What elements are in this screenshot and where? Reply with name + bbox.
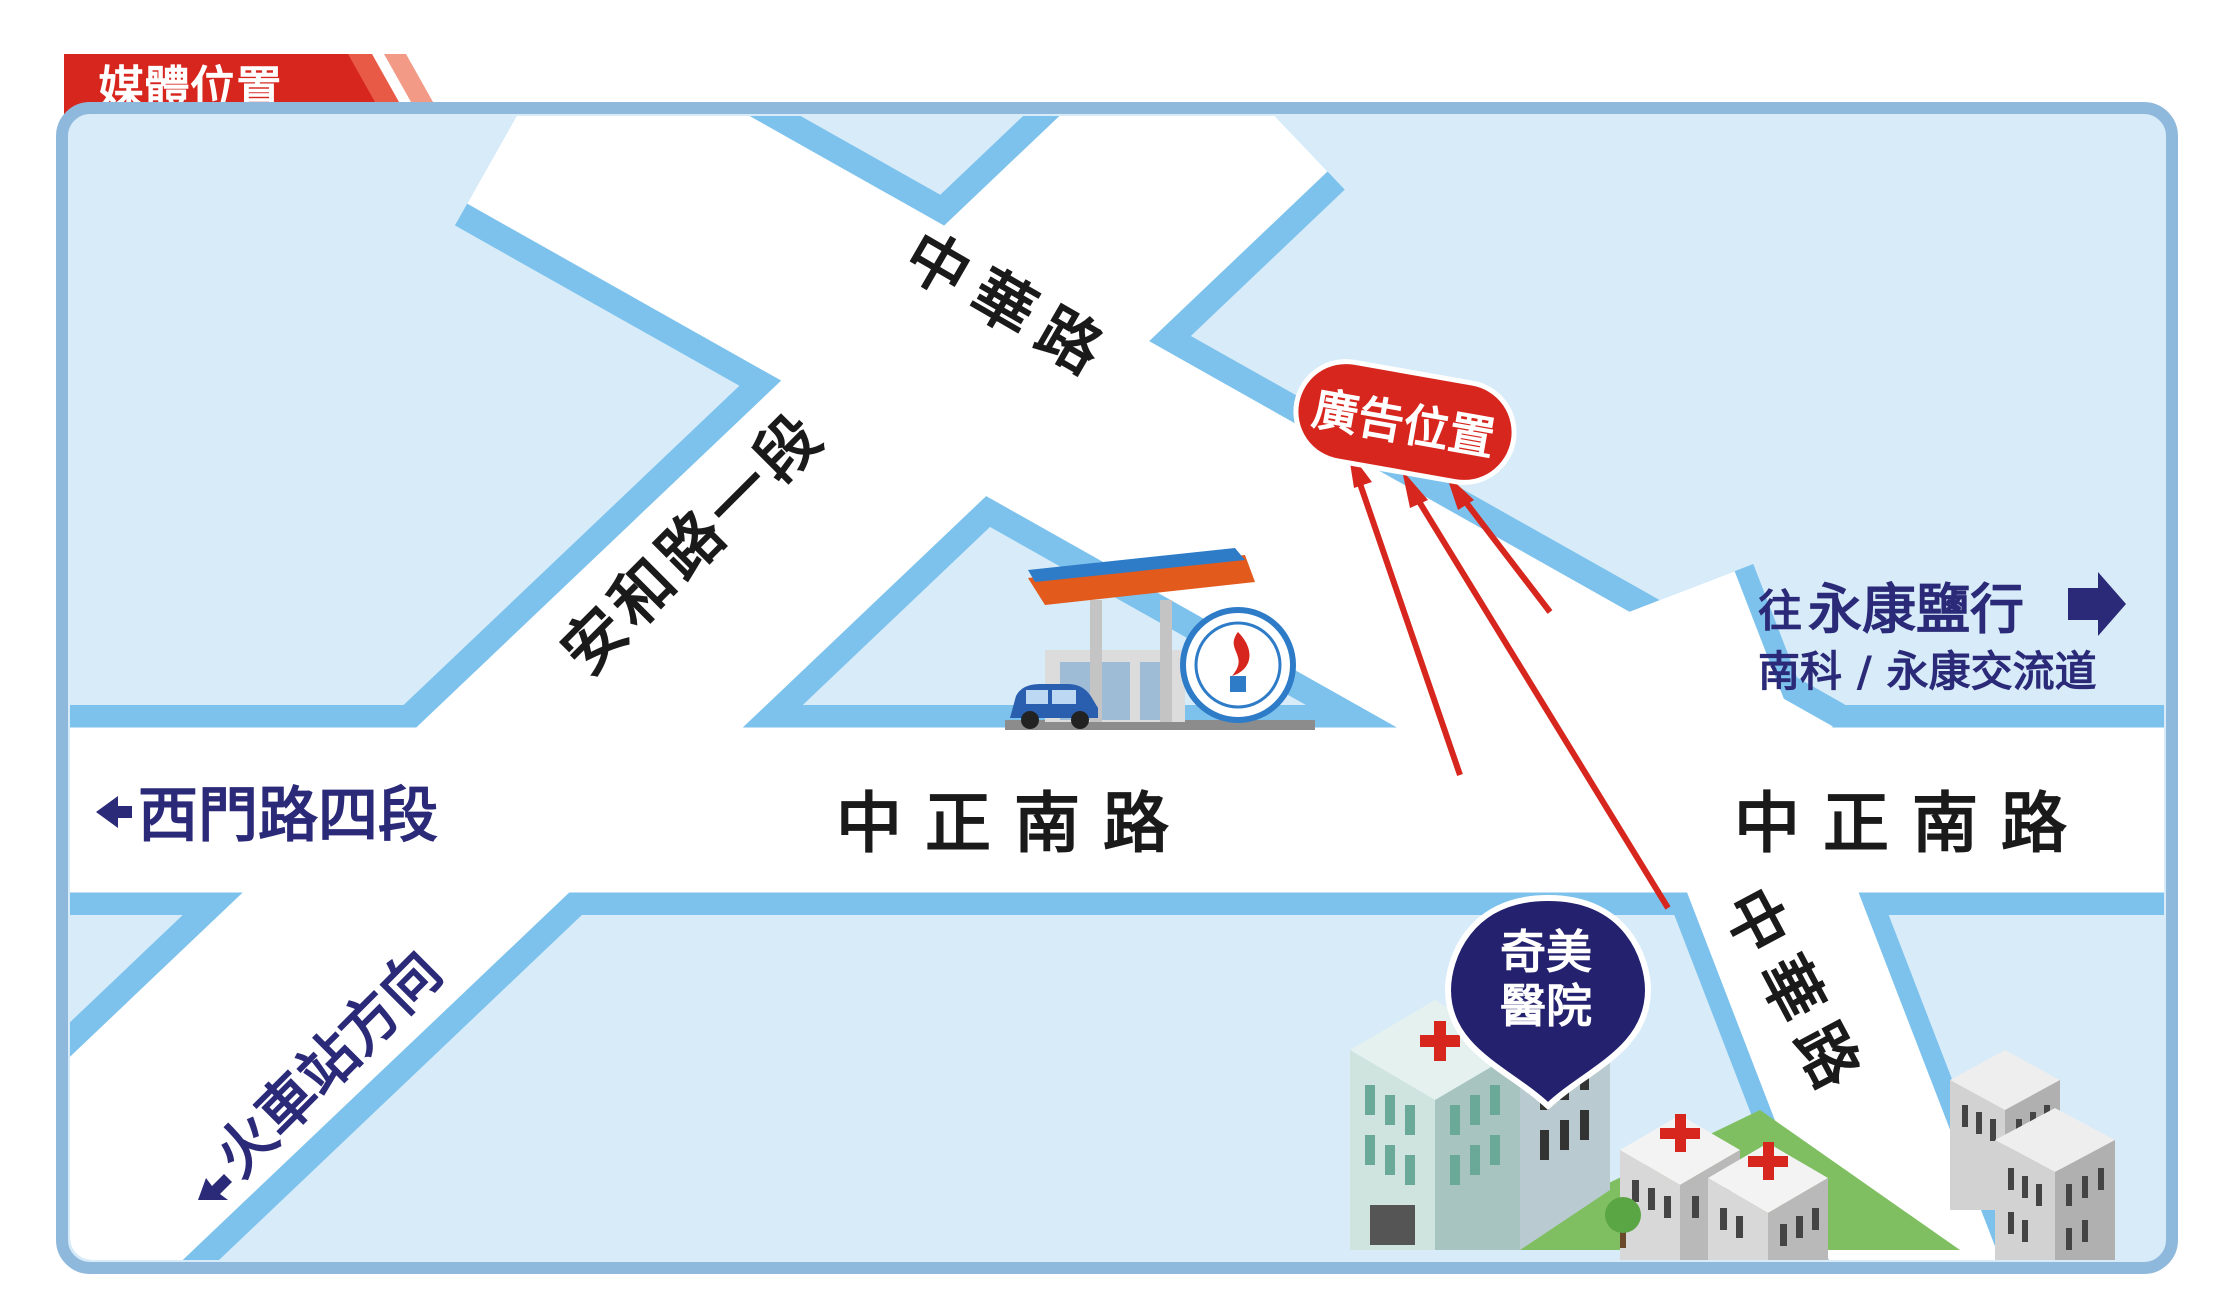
small-hospital-2 <box>1708 1142 1828 1260</box>
hospital-name-line1: 奇美 <box>1500 925 1592 979</box>
ad-location-marker: 廣告位置 <box>1293 359 1517 485</box>
arrow-left-icon <box>96 796 132 828</box>
car-icon <box>1010 684 1098 729</box>
yongkang-direction: 往 永康鹽行 南科 / 永康交流道 <box>1758 572 2126 696</box>
road-label-zhongzheng-left: 中 正 南 路 <box>836 785 1170 862</box>
zhonghua-road <box>467 116 1833 914</box>
anhe-road <box>70 116 1328 1260</box>
yongkang-prefix: 往 <box>1758 586 1802 637</box>
hospital-name-line2: 醫院 <box>1500 979 1592 1033</box>
office-building-2 <box>1995 1108 2115 1260</box>
red-cross-icon <box>1420 1021 1460 1061</box>
road-network <box>70 116 2164 1260</box>
road-label-zhongzheng-right: 中 正 南 路 <box>1734 785 2068 862</box>
yongkang-main: 永康鹽行 <box>1808 578 2024 641</box>
arrow-left-down-icon <box>198 1174 232 1200</box>
zhonghua-south-road <box>1585 571 2005 1260</box>
ximen-direction: 西門路四段 <box>96 781 438 851</box>
tree-icon <box>1605 1197 1641 1248</box>
ad-arrows <box>1348 450 1671 910</box>
hospital-pin: 奇美 醫院 <box>1444 894 1652 1111</box>
ximen-label: 西門路四段 <box>138 781 438 851</box>
arrow-right-icon <box>2068 572 2126 636</box>
yongkang-sub: 南科 / 永康交流道 <box>1758 647 2097 696</box>
